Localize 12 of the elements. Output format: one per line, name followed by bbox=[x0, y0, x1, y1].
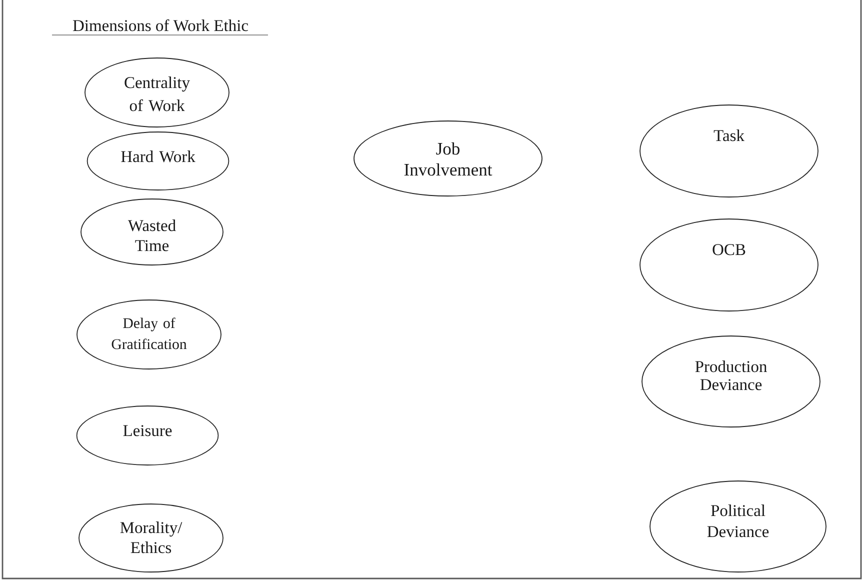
ellipse-node: Morality/ Ethics bbox=[78, 504, 224, 572]
ellipse-node: Delay of Gratification bbox=[76, 300, 222, 370]
ellipse-node: Production Deviance bbox=[642, 336, 820, 428]
ellipse-node: Task bbox=[640, 104, 818, 198]
ellipse-node: Political Deviance bbox=[650, 480, 826, 572]
ellipse-node: Leisure bbox=[76, 406, 219, 466]
ellipse-node: Centrality of Work bbox=[84, 58, 230, 128]
ellipse-node: OCB bbox=[640, 218, 818, 312]
ellipse-node: Job Involvement bbox=[354, 120, 542, 196]
title: Dimensions of Work Ethic bbox=[72, 19, 248, 32]
ellipse-node: Wasted Time bbox=[80, 198, 224, 266]
ellipse-node: Hard Work bbox=[86, 132, 230, 190]
